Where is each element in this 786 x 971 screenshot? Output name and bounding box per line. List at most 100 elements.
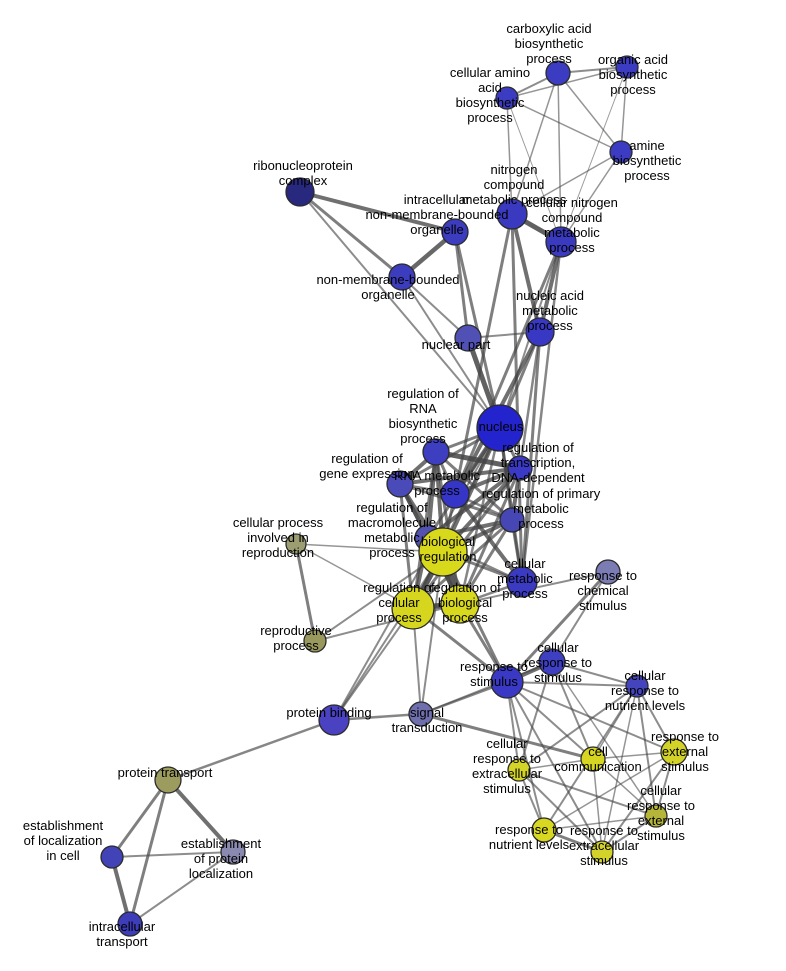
node-epl[interactable] bbox=[220, 839, 246, 865]
node-crn[interactable] bbox=[625, 674, 649, 698]
node-rge[interactable] bbox=[386, 470, 414, 498]
node-caa[interactable] bbox=[495, 86, 519, 110]
node-inmb[interactable] bbox=[441, 218, 469, 246]
edge-crs--crn bbox=[551, 661, 638, 687]
node-pt[interactable] bbox=[154, 766, 182, 794]
node-am[interactable] bbox=[609, 140, 633, 164]
node-nmb[interactable] bbox=[388, 263, 416, 291]
edge-crs--st bbox=[420, 661, 553, 715]
node-label-line: regulation of bbox=[429, 580, 501, 595]
node-label-line: stimulus bbox=[470, 674, 518, 689]
node-layer bbox=[100, 55, 688, 937]
node-rcs[interactable] bbox=[595, 559, 621, 585]
edge-cres--crex bbox=[518, 769, 657, 817]
node-label-line: process bbox=[610, 82, 656, 97]
node-rtd[interactable] bbox=[507, 455, 533, 481]
node-label-line: process bbox=[273, 638, 319, 653]
node-label-line: external bbox=[662, 744, 708, 759]
edge-nam--rtd bbox=[518, 330, 542, 470]
node-rrb[interactable] bbox=[422, 438, 450, 466]
node-label-line: organic acid bbox=[598, 52, 668, 67]
node-br[interactable] bbox=[418, 527, 468, 577]
node-label-line: in cell bbox=[46, 848, 79, 863]
node-label-line: cellular amino bbox=[450, 65, 530, 80]
node-rs[interactable] bbox=[490, 665, 524, 699]
node-cm[interactable] bbox=[506, 566, 538, 598]
node-ca[interactable] bbox=[545, 60, 571, 86]
node-label-line: biosynthetic bbox=[389, 416, 458, 431]
node-rp[interactable] bbox=[303, 629, 327, 653]
node-label-line: biosynthetic bbox=[456, 95, 525, 110]
edge-oa--cnc bbox=[560, 66, 628, 243]
node-label-line: cellular bbox=[537, 640, 579, 655]
node-rpm[interactable] bbox=[499, 507, 525, 533]
node-cres[interactable] bbox=[507, 758, 531, 782]
node-nuc[interactable] bbox=[476, 404, 524, 452]
node-rnm[interactable] bbox=[440, 479, 470, 509]
edge-ca--ncm bbox=[511, 72, 559, 215]
edge-cres--rexs bbox=[518, 769, 603, 853]
node-rexs[interactable] bbox=[590, 840, 614, 864]
node-label-line: process bbox=[549, 240, 595, 255]
node-elc[interactable] bbox=[100, 845, 124, 869]
node-label-line: protein transport bbox=[118, 765, 213, 780]
edge-nmb--nuc bbox=[401, 276, 501, 429]
node-label-line: response to bbox=[569, 568, 637, 583]
node-label-line: intracellular bbox=[89, 919, 156, 934]
node-label-line: establishment bbox=[23, 818, 104, 833]
node-label-line: nutrient levels bbox=[489, 837, 570, 852]
node-label-line: metabolic bbox=[497, 571, 553, 586]
node-cnc[interactable] bbox=[545, 226, 577, 258]
node-crex[interactable] bbox=[644, 804, 668, 828]
edge-rrb--rtd bbox=[433, 449, 523, 471]
edge-crn--cc bbox=[592, 685, 638, 760]
node-label-line: biosynthetic bbox=[599, 67, 668, 82]
node-rnp[interactable] bbox=[285, 177, 315, 207]
node-nam[interactable] bbox=[525, 317, 555, 347]
node-label-line: nucleic acid bbox=[516, 288, 584, 303]
node-label-line: biosynthetic bbox=[515, 36, 584, 51]
node-pb[interactable] bbox=[318, 704, 350, 736]
node-cc[interactable] bbox=[580, 746, 606, 772]
node-it[interactable] bbox=[117, 911, 143, 937]
node-label-line: cellular bbox=[378, 595, 420, 610]
edge-caa--am bbox=[506, 97, 622, 153]
edge-rs--res bbox=[506, 681, 675, 753]
node-rcp[interactable] bbox=[391, 586, 435, 630]
node-label-line: non-membrane-bounded bbox=[365, 207, 508, 222]
node-label-line: metabolic bbox=[544, 225, 600, 240]
edge-rtd--rge bbox=[398, 466, 522, 486]
node-label-line: stimulus bbox=[579, 598, 627, 613]
edge-rnm--cm bbox=[453, 492, 524, 584]
node-label-line: metabolic bbox=[513, 501, 569, 516]
node-label-line: amine bbox=[629, 138, 664, 153]
node-rbp[interactable] bbox=[440, 584, 480, 624]
node-label-line: acid bbox=[478, 80, 502, 95]
edge-rcs--rs bbox=[505, 570, 610, 684]
node-np[interactable] bbox=[454, 324, 482, 352]
node-oa[interactable] bbox=[615, 55, 639, 79]
node-cpr[interactable] bbox=[285, 533, 307, 555]
edge-rnp--nuc bbox=[299, 191, 501, 429]
edge-st--br bbox=[420, 551, 444, 715]
node-res[interactable] bbox=[660, 738, 688, 766]
node-st[interactable] bbox=[408, 701, 434, 727]
node-label-line: cellular bbox=[486, 736, 528, 751]
node-label-line: external bbox=[638, 813, 684, 828]
node-crs[interactable] bbox=[538, 648, 566, 676]
node-rnl[interactable] bbox=[531, 817, 557, 843]
node-ncm[interactable] bbox=[496, 198, 528, 230]
edge-pb--rcp bbox=[333, 607, 414, 721]
